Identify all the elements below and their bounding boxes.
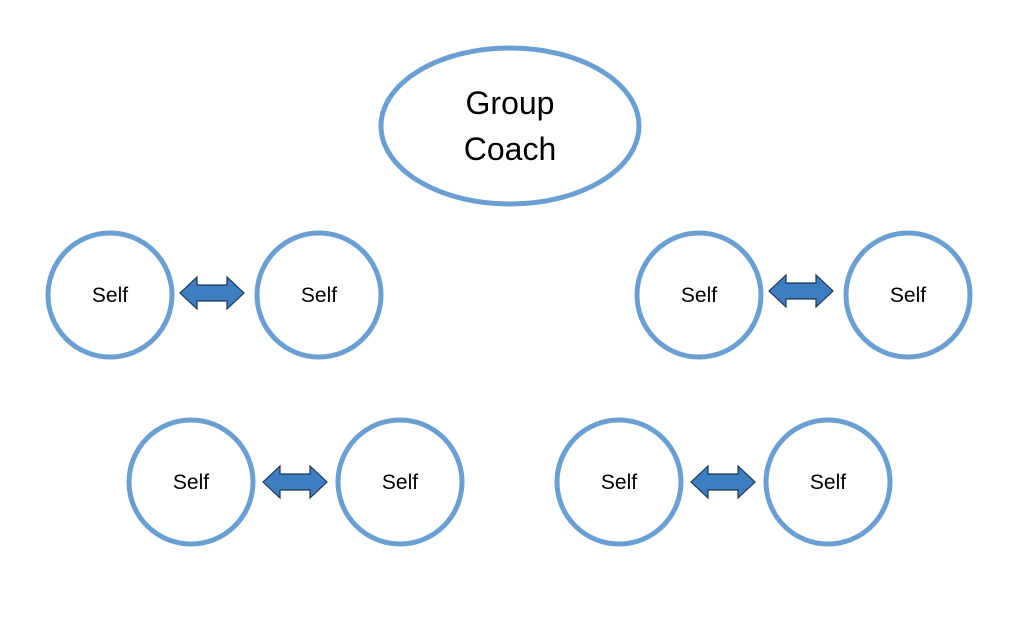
self-node — [843, 230, 973, 360]
group-coach-label-line-1: Group — [466, 85, 555, 121]
group-coach-ellipse — [378, 45, 642, 207]
group-coach-node: Group Coach — [378, 45, 642, 207]
self-node — [634, 230, 764, 360]
self-label: Self — [601, 471, 637, 494]
self-pair-top-right: Self Self — [634, 230, 973, 360]
self-node — [254, 230, 384, 360]
self-node — [45, 230, 175, 360]
self-pair-bottom-right: Self Self — [554, 417, 893, 547]
double-arrow-icon — [262, 464, 328, 500]
double-arrow-icon — [179, 275, 245, 311]
self-node — [554, 417, 684, 547]
self-label: Self — [681, 284, 717, 307]
double-arrow-icon — [690, 464, 756, 500]
self-label: Self — [382, 471, 418, 494]
self-label: Self — [92, 284, 128, 307]
group-coach-label-line-2: Coach — [464, 131, 557, 167]
self-label: Self — [890, 284, 926, 307]
self-node — [126, 417, 256, 547]
self-label: Self — [301, 284, 337, 307]
self-node — [763, 417, 893, 547]
self-label: Self — [810, 471, 846, 494]
self-pair-top-left: Self Self — [45, 230, 384, 360]
double-arrow-icon — [768, 273, 834, 309]
self-node — [335, 417, 465, 547]
self-pair-bottom-left: Self Self — [126, 417, 465, 547]
self-label: Self — [173, 471, 209, 494]
